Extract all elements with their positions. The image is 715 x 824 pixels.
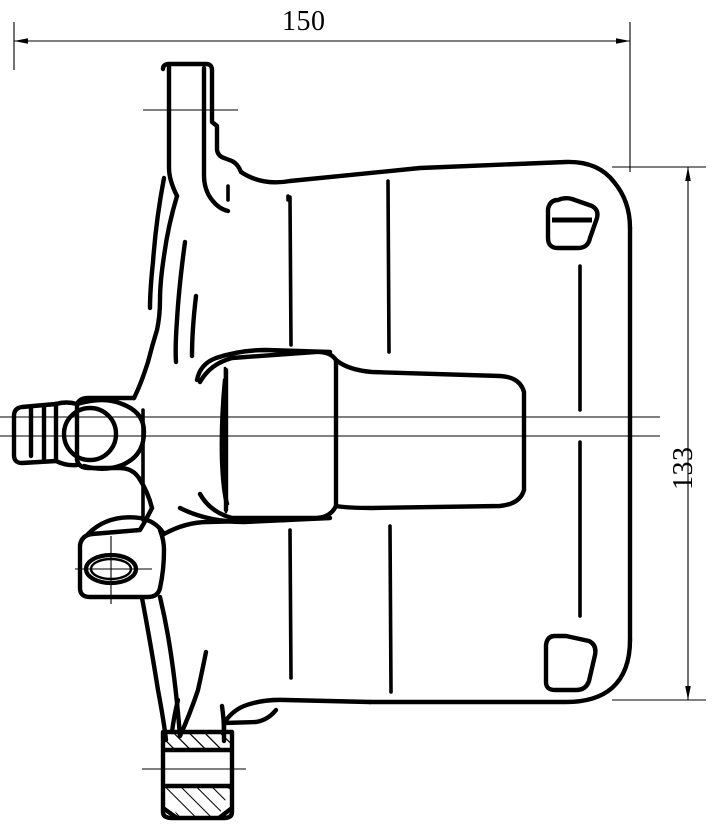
bleeder-boss-inner-left <box>166 63 180 199</box>
stud-hatch-upper-body <box>164 734 231 750</box>
stud-shoulder <box>221 707 279 726</box>
ear-hole-inner <box>89 557 133 581</box>
threaded-stud <box>160 729 235 821</box>
left-upper-contour <box>131 193 180 401</box>
dimension-layer <box>13 22 706 701</box>
eye-bore-circle <box>61 405 119 463</box>
eye-bore <box>61 405 119 463</box>
piston-housing-outline <box>197 349 339 521</box>
rib-line-upper-2 <box>386 179 391 354</box>
body-bottom-right-corner <box>367 637 633 705</box>
dimension-height-label: 133 <box>668 446 699 491</box>
inner-contour-c <box>189 293 199 359</box>
rib-line-upper-1 <box>288 195 293 347</box>
piston-detail-line-inner <box>221 370 230 506</box>
rib-line-lower-2 <box>388 524 393 694</box>
inner-contour-a <box>147 175 167 311</box>
mounting-ear-right <box>157 527 167 591</box>
stud-neck-right <box>219 703 227 735</box>
upper-pocket <box>545 196 600 251</box>
inner-contour-b <box>173 239 188 365</box>
eye-flange-bot-link <box>53 458 80 468</box>
body-top-edge <box>238 159 633 231</box>
caliper-body-outline <box>11 61 633 744</box>
stud-neck-left <box>169 697 181 735</box>
dimension-width <box>13 22 631 172</box>
mounting-ear-hole <box>83 552 139 586</box>
bleeder-boss-inner-right <box>201 65 231 214</box>
lower-pocket <box>543 633 598 693</box>
mounting-ear-top-arc <box>85 515 167 537</box>
lower-pocket-outline <box>543 633 598 693</box>
body-bottom-edge <box>221 697 373 726</box>
lower-inner-contour <box>161 517 289 537</box>
stud-outline <box>160 729 235 821</box>
piston-housing-upper-lip <box>194 347 333 383</box>
lower-arm-inner <box>177 649 209 739</box>
piston-housing-lower-lip <box>177 505 333 525</box>
stud-chamfer-right <box>217 806 234 820</box>
upper-pocket-outline <box>545 196 600 251</box>
ear-to-stud-web-outer <box>139 595 169 743</box>
centerline-layer <box>0 109 660 770</box>
stud-chamfer-left <box>161 806 179 820</box>
stud-neck <box>169 697 279 735</box>
eye-flange-top-link <box>53 400 80 407</box>
dimension-height <box>612 166 706 701</box>
eye-flange-outer <box>11 401 59 466</box>
ear-hole-outer <box>83 552 139 586</box>
rib-line-layer <box>141 179 582 694</box>
dimension-width-label: 150 <box>282 6 326 37</box>
stud-hatch-lower <box>164 786 231 816</box>
mounting-ear-outline <box>77 505 163 600</box>
bleeder-boss-outline <box>160 61 244 175</box>
piston-detail-lines <box>221 366 230 514</box>
piston-housing-right <box>333 357 527 511</box>
rib-line-lower-1 <box>288 528 293 680</box>
